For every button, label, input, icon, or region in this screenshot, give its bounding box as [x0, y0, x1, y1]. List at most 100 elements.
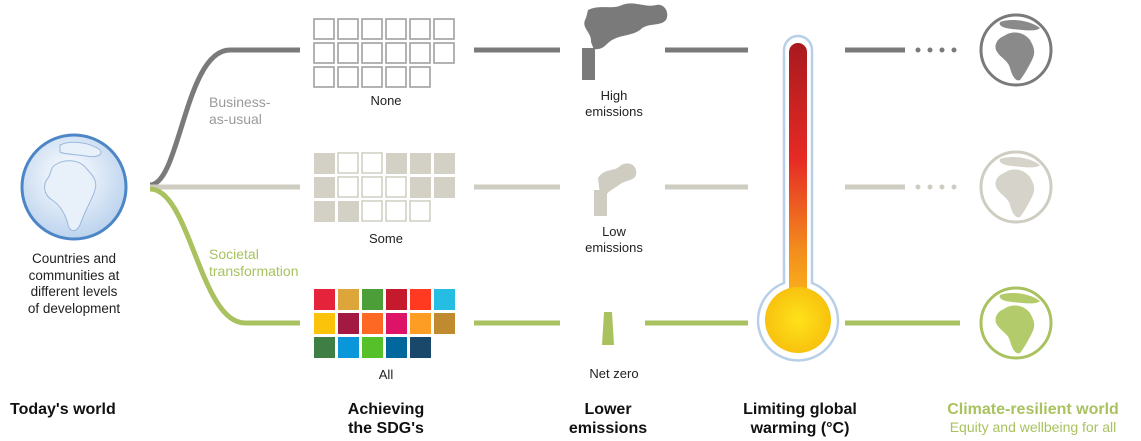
sdg-grid-some — [314, 152, 455, 222]
description-line: of development — [27, 300, 121, 316]
sdg-label-some: Some — [369, 231, 403, 246]
sdg-cell-empty — [361, 176, 383, 198]
sdg-cell-goal — [410, 337, 431, 358]
sdg-cell-goal — [410, 313, 431, 334]
emissions-label-low: Low emissions — [566, 224, 662, 256]
pathway-label-line: as-usual — [209, 111, 262, 127]
sdg-grid-none — [313, 18, 455, 88]
sdg-cell-goal — [386, 337, 407, 358]
sdg-cell-achieved — [410, 153, 431, 174]
heading-line: Achieving — [347, 401, 425, 418]
sdg-cell-empty — [385, 42, 407, 64]
emissions-line: emissions — [585, 104, 643, 119]
sdg-cell-empty — [385, 66, 407, 88]
sdg-cell-goal — [338, 337, 359, 358]
smokestack-high-emissions-icon — [582, 3, 668, 80]
sdg-cell-empty — [361, 42, 383, 64]
emissions-line: Low — [602, 224, 626, 239]
sdg-cell-goal — [338, 289, 359, 310]
sdg-cell-empty — [337, 152, 359, 174]
branch-societal-transformation — [149, 186, 300, 326]
sdg-cell-empty — [337, 18, 359, 40]
heading-line: Limiting global — [743, 401, 857, 418]
sdg-cell-achieved — [434, 153, 455, 174]
pathway-label-business-as-usual: Business- as-usual — [209, 94, 270, 128]
globe-net-zero-icon — [979, 286, 1053, 360]
heading-line: Lower — [584, 401, 632, 418]
sdg-cell-achieved — [314, 153, 335, 174]
sdg-cell-achieved — [314, 201, 335, 222]
sdg-cell-goal — [314, 337, 335, 358]
heading-line: warming (°C) — [750, 420, 850, 437]
branch-business-as-usual — [149, 47, 300, 188]
sdg-cell-achieved — [386, 153, 407, 174]
sdg-cell-empty — [361, 18, 383, 40]
description-line: different levels — [30, 284, 118, 299]
smokestack-low-emissions-icon — [594, 163, 637, 216]
pathway-label-line: transformation — [209, 263, 299, 279]
sdg-cell-goal — [362, 289, 383, 310]
column-heading-warming: Limiting global warming (°C) — [720, 400, 880, 438]
sdg-cell-empty — [409, 42, 431, 64]
sdg-grid-all — [314, 289, 455, 358]
sdg-cell-empty — [361, 200, 383, 222]
column-heading-climate-resilient: Climate-resilient world — [947, 401, 1119, 418]
sdg-cell-empty — [409, 18, 431, 40]
sdg-cell-empty — [409, 200, 431, 222]
sdg-cell-goal — [410, 289, 431, 310]
heading-line: emissions — [568, 420, 648, 437]
sdg-cell-empty — [337, 176, 359, 198]
sdg-cell-empty — [361, 66, 383, 88]
emissions-line: emissions — [585, 240, 643, 255]
sdg-cell-empty — [433, 42, 455, 64]
sdg-cell-goal — [314, 289, 335, 310]
description-line: Countries and — [31, 251, 117, 266]
emissions-label-net-zero: Net zero — [589, 366, 639, 381]
sdg-cell-goal — [314, 313, 335, 334]
globe-low-emissions-icon — [979, 150, 1053, 224]
sdg-cell-empty — [337, 42, 359, 64]
sdg-cell-empty — [337, 66, 359, 88]
sdg-cell-empty — [385, 200, 407, 222]
globe-high-emissions-icon — [979, 13, 1053, 87]
sdg-cell-goal — [338, 313, 359, 334]
column-heading-sdgs: Achieving the SDG's — [310, 400, 462, 438]
sdg-cell-goal — [386, 313, 407, 334]
sdg-cell-achieved — [314, 177, 335, 198]
sdg-cell-goal — [434, 289, 455, 310]
emissions-label-high: High emissions — [566, 88, 662, 120]
sdg-cell-achieved — [410, 177, 431, 198]
sdg-cell-empty — [385, 176, 407, 198]
sdg-cell-goal — [434, 313, 455, 334]
sdg-cell-goal — [362, 313, 383, 334]
sdg-cell-empty — [313, 18, 335, 40]
pathway-label-societal-transformation: Societal transformation — [209, 246, 298, 280]
sdg-cell-empty — [385, 18, 407, 40]
climate-resilient-subtitle: Equity and wellbeing for all — [949, 419, 1117, 435]
sdg-cell-goal — [386, 289, 407, 310]
sdg-cell-empty — [313, 66, 335, 88]
pathway-label-line: Business- — [209, 94, 271, 110]
pathway-label-line: Societal — [209, 246, 259, 262]
segments-row-2 — [474, 184, 957, 190]
thermometer-icon — [756, 34, 840, 362]
segments-row-1 — [474, 47, 957, 53]
sdg-cell-achieved — [338, 201, 359, 222]
sdg-cell-empty — [361, 152, 383, 174]
sdg-cell-empty — [433, 18, 455, 40]
heading-line: the SDG's — [348, 420, 424, 437]
sdg-label-all: All — [378, 367, 394, 382]
todays-world-description: Countries and communities at different l… — [4, 251, 144, 317]
sdg-cell-empty — [313, 42, 335, 64]
sdg-cell-goal — [362, 337, 383, 358]
todays-world-globe-icon — [20, 133, 128, 241]
sdg-cell-achieved — [434, 177, 455, 198]
smokestack-net-zero-icon — [602, 312, 614, 345]
sdg-cell-empty — [409, 66, 431, 88]
column-heading-emissions: Lower emissions — [548, 400, 668, 438]
column-heading-todays-world: Today's world — [10, 401, 116, 418]
description-line: communities at — [28, 267, 120, 283]
emissions-line: High — [600, 88, 628, 103]
sdg-label-none: None — [370, 93, 402, 108]
